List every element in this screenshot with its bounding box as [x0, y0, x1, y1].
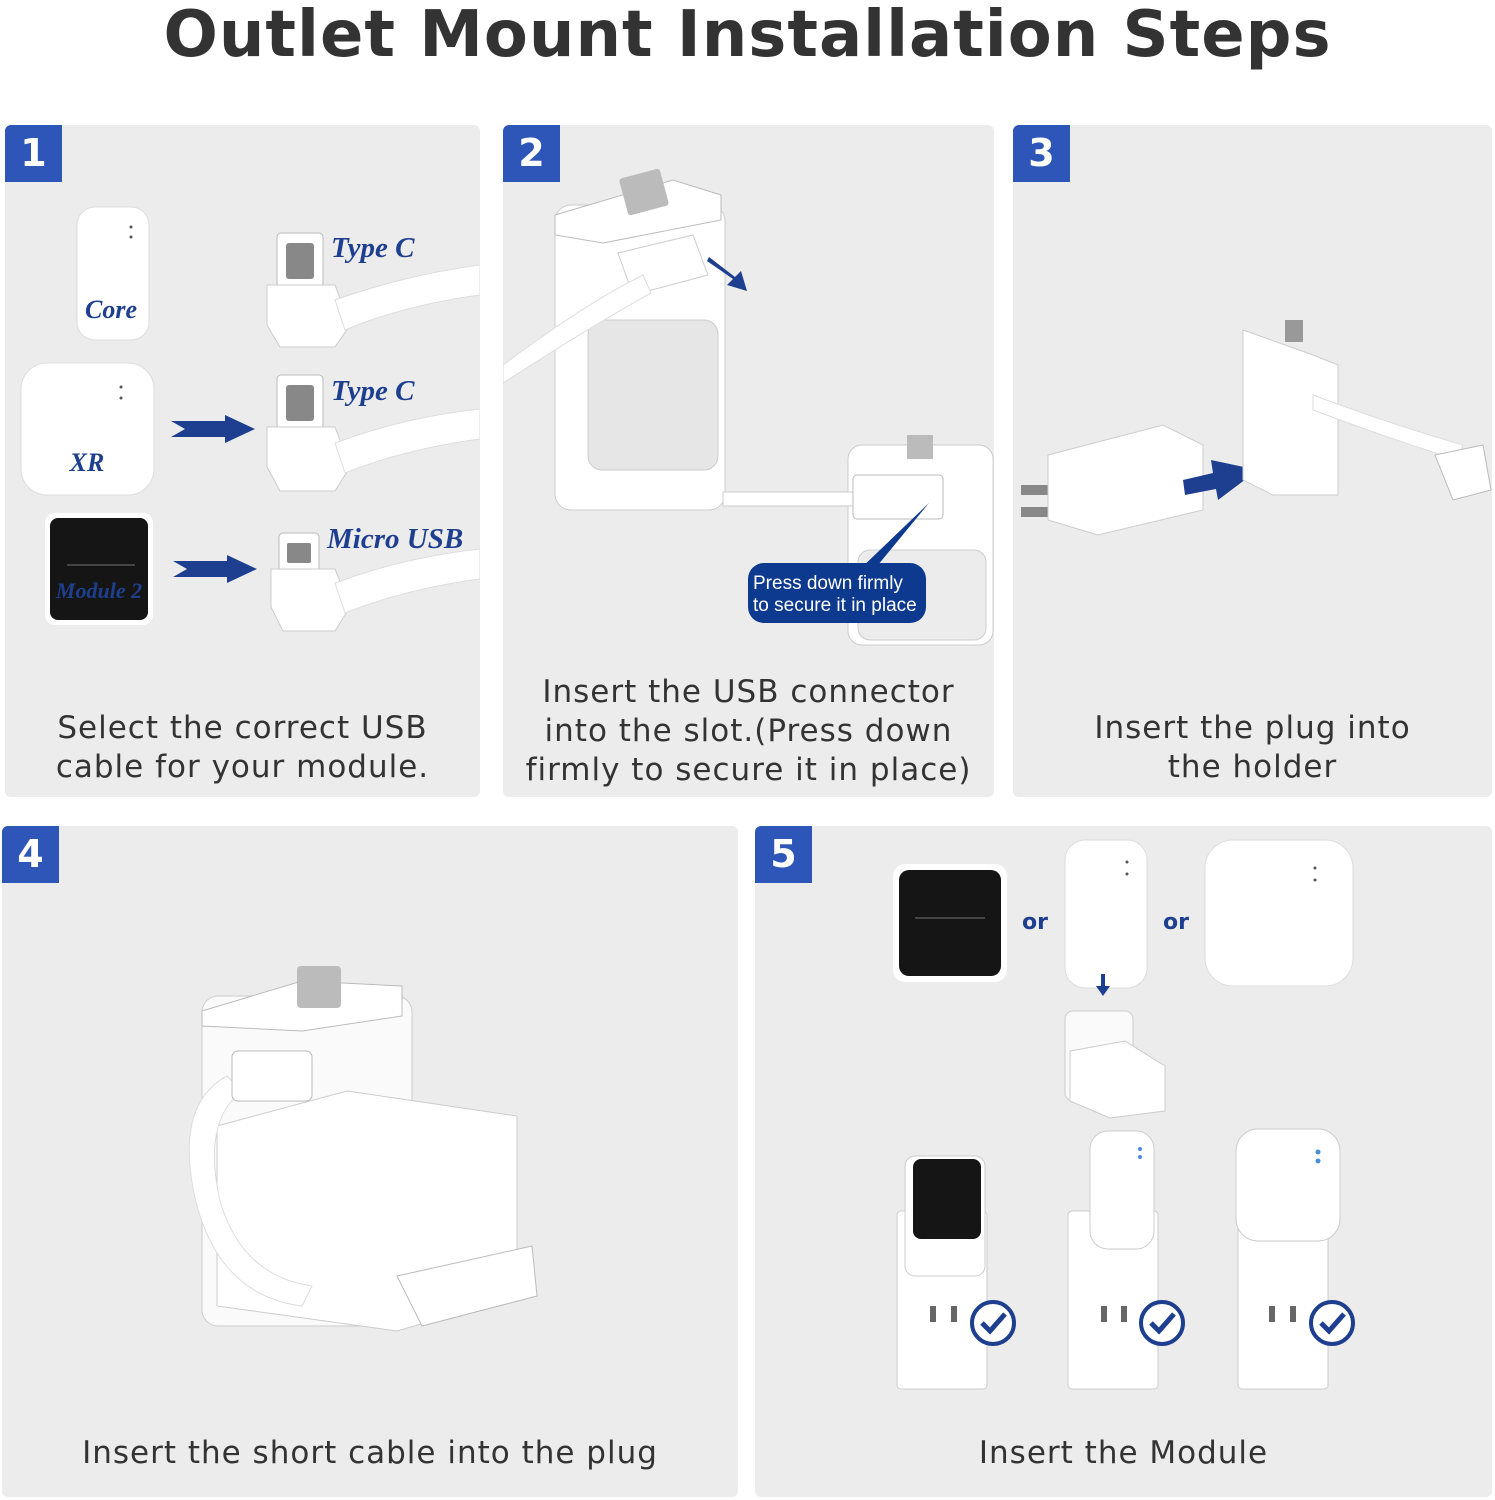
module2-image: Module 2: [45, 513, 153, 625]
caption-line: cable for your module.: [55, 749, 430, 785]
step-5-caption: Insert the Module: [755, 1434, 1492, 1473]
caption-line: into the slot.(Press down: [544, 713, 953, 749]
holder-small-image: [1064, 1010, 1166, 1119]
callout-line: to secure it in place: [753, 595, 917, 616]
check-icon: [1309, 1300, 1355, 1346]
holder-with-plug-image: [188, 966, 538, 1332]
arrow-right-icon: [171, 415, 255, 443]
wall-outlet-core-image: [1067, 1130, 1159, 1390]
step-4-caption: Insert the short cable into the plug: [2, 1434, 738, 1473]
core-module-image: Core: [76, 206, 150, 341]
step-5-illustration: or or: [893, 839, 1355, 1390]
step-5-panel: 5 or or: [755, 826, 1492, 1497]
wall-outlet-xr-image: [1235, 1128, 1341, 1390]
module-label-xr: XR: [69, 448, 105, 477]
page-title: Outlet Mount Installation Steps: [163, 0, 1332, 72]
xr-module-image: XR: [20, 362, 155, 496]
step-2-panel: 2 Press down firmly to secure it in plac…: [503, 125, 994, 797]
arrow-down-icon: [1096, 974, 1110, 996]
caption-line: Select the correct USB: [57, 710, 428, 746]
step-1-badge: 1: [5, 125, 62, 182]
arrow-right-icon: [1183, 460, 1258, 500]
check-icon: [970, 1300, 1016, 1346]
step-3-panel: 3 Insert the plug into the holder: [1013, 125, 1492, 797]
connector-label-micro-usb: Micro USB: [326, 523, 463, 555]
module2-image: [893, 864, 1007, 982]
or-label: or: [1163, 910, 1189, 935]
wall-outlet-module2-image: [896, 1155, 988, 1390]
callout-line: Press down firmly: [753, 573, 903, 594]
micro-usb-connector-image: Micro USB: [270, 523, 480, 632]
step-4-illustration: [188, 966, 538, 1332]
caption-line: the holder: [1167, 749, 1338, 785]
usb-c-connector-image: Type C: [266, 374, 480, 492]
step-2-illustration: Press down firmly to secure it in place: [503, 168, 994, 646]
power-plug-image: [1021, 424, 1204, 536]
holder-image: [1242, 320, 1492, 501]
core-module-image: [1064, 839, 1148, 989]
caption-line: Insert the USB connector: [542, 674, 955, 710]
module-label-module2: Module 2: [55, 578, 142, 603]
step-1-caption: Select the correct USB cable for your mo…: [5, 709, 480, 787]
usb-c-connector-image: Type C: [266, 232, 480, 348]
caption-line: Insert the short cable into the plug: [82, 1435, 658, 1471]
step-3-illustration: [1021, 320, 1492, 536]
step-1-panel: 1 Core XR Module 2 Type C: [5, 125, 480, 797]
connector-label-type-c: Type C: [331, 232, 415, 264]
xr-module-image: [1204, 839, 1354, 987]
caption-line: firmly to secure it in place): [525, 752, 972, 788]
caption-line: Insert the Module: [978, 1435, 1269, 1471]
arrow-right-icon: [173, 555, 257, 583]
step-4-badge: 4: [2, 826, 59, 883]
connector-label-type-c: Type C: [331, 375, 415, 407]
caption-line: Insert the plug into: [1094, 710, 1411, 746]
step-4-panel: 4 Insert the short cable into the plug: [2, 826, 738, 1497]
step-2-caption: Insert the USB connector into the slot.(…: [503, 673, 994, 790]
arrow-icon: [707, 257, 747, 291]
step-2-badge: 2: [503, 125, 560, 182]
step-3-badge: 3: [1013, 125, 1070, 182]
module-label-core: Core: [85, 295, 137, 324]
holder-image: [503, 168, 726, 511]
check-icon: [1139, 1300, 1185, 1346]
step-1-illustration: Core XR Module 2 Type C: [20, 206, 480, 632]
press-down-callout: Press down firmly to secure it in place: [748, 563, 926, 623]
or-label: or: [1022, 910, 1048, 935]
step-5-badge: 5: [755, 826, 812, 883]
step-3-caption: Insert the plug into the holder: [1013, 709, 1492, 787]
